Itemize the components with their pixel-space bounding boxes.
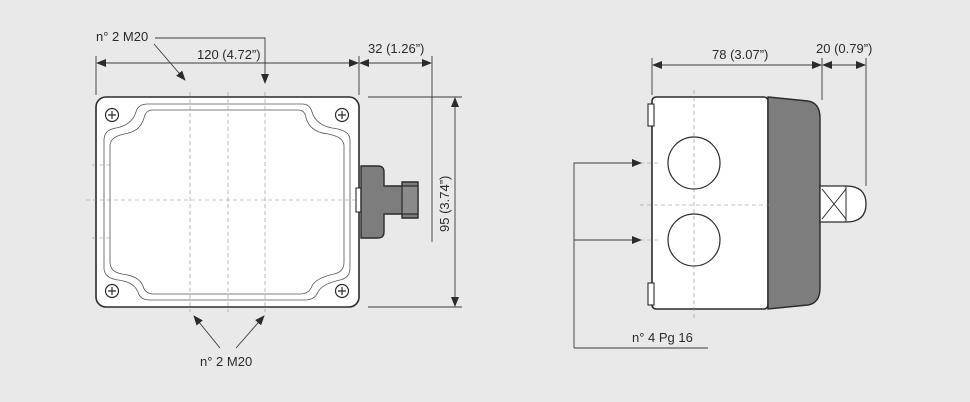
corner-screw-bottom-right (334, 283, 350, 299)
corner-screw-bottom-left (104, 283, 120, 299)
front-gasket-inner (109, 109, 345, 295)
corner-screw-top-left (104, 107, 120, 123)
side-enclosure-body (651, 96, 769, 310)
front-centre-lines (86, 92, 372, 312)
knob-dimension-label: 32 (1.26”) (368, 41, 424, 56)
side-view: 78 (3.07”) 20 (0.79”) n° 4 Pg 16 (573, 41, 872, 349)
depth-dimension-label: 78 (3.07”) (712, 47, 768, 62)
width-dimension-label: 120 (4.72”) (197, 47, 261, 62)
front-enclosure-body (95, 96, 360, 308)
top-entries-label: n° 2 M20 (96, 29, 148, 44)
front-view: 120 (4.72”) 32 (1.26”) 95 (3.74”) n° 2 M… (86, 29, 462, 369)
lid-dimension-label: 20 (0.79”) (816, 41, 872, 56)
operating-knob (355, 165, 419, 239)
bottom-entries-label: n° 2 M20 (200, 354, 252, 369)
side-knob (819, 185, 867, 223)
height-dimension-label: 95 (3.74”) (437, 176, 452, 232)
front-gasket-outline (103, 103, 351, 301)
holes-label: n° 4 Pg 16 (632, 330, 693, 345)
side-cover (767, 96, 821, 310)
corner-screw-top-right (334, 107, 350, 123)
